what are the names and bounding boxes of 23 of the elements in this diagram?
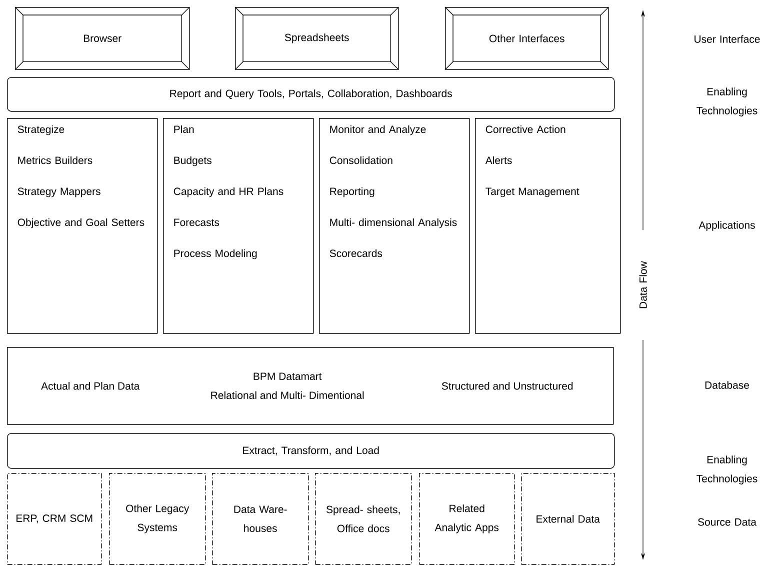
layer-label: Applications	[698, 221, 755, 231]
application-box: Monitor and Analyze Consolidation Reporting Multi- dimensional Analysis Scorecards	[319, 118, 470, 334]
database-box: Actual and Plan Data BPM Datamart Relational and Multi- Dimentional Structured and Unstructured	[7, 347, 614, 425]
source-box: Related Analytic Apps	[419, 473, 515, 565]
technology-bar: Extract, Transform, and Load	[7, 433, 615, 469]
application-box: Strategize Metrics Builders Strategy Mappers Objective and Goal Setters	[7, 118, 158, 334]
interface-box: Other Interfaces	[444, 6, 610, 70]
source-box: Other Legacy Systems	[109, 473, 206, 565]
layer-label: Source Data	[698, 518, 756, 526]
axis-label: Data Flow	[639, 261, 647, 308]
application-box: Plan Budgets Capacity and HR Plans Forecasts Process Modeling	[163, 118, 314, 334]
layer-label: Enabling Technologies	[696, 456, 758, 484]
application-box: Corrective Action Alerts Target Management	[475, 118, 621, 334]
layer-label: Database	[705, 381, 749, 389]
source-box: ERP, CRM SCM	[7, 473, 102, 565]
layer-label: Enabling Technologies	[696, 88, 758, 116]
interface-box: Browser	[14, 6, 190, 70]
source-box: Data Ware- houses	[212, 473, 309, 565]
layer-label: User Interface	[694, 35, 760, 43]
source-box: Spread- sheets, Office docs	[315, 473, 412, 565]
interface-box: Spreadsheets	[234, 6, 400, 70]
source-box: External Data	[521, 473, 615, 565]
technology-bar: Report and Query Tools, Portals, Collaboration, Dashboards	[7, 77, 615, 112]
